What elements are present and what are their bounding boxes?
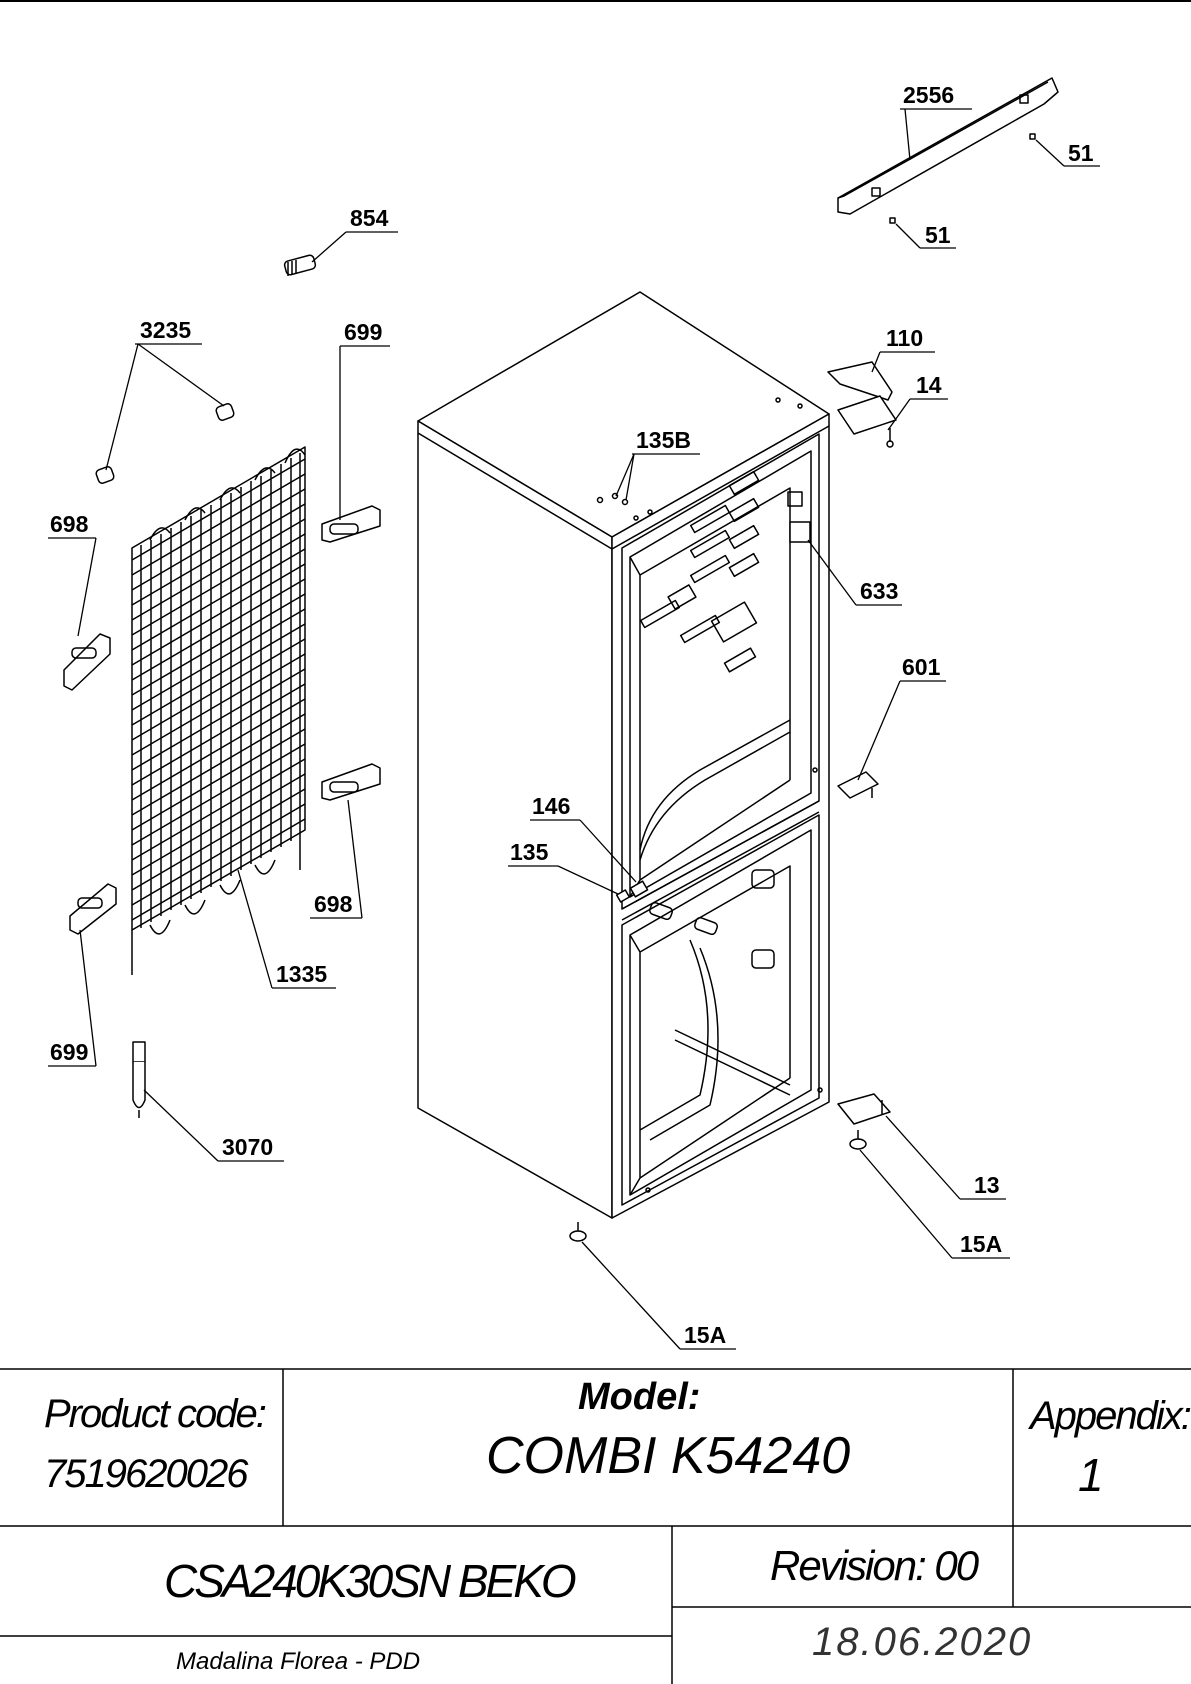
part-3070-sensor <box>132 1041 146 1118</box>
part-13-bottom-hinge <box>837 1093 891 1125</box>
callout-14: 14 <box>916 372 942 398</box>
bracket-699-upper <box>321 505 381 543</box>
callout-699-left: 699 <box>50 1039 89 1065</box>
appendix-value: 1 <box>1078 1449 1104 1501</box>
part-15a-foot-right <box>849 1130 867 1150</box>
callout-135: 135 <box>510 839 549 865</box>
title-block: Product code: 7519620026 Model: COMBI K5… <box>0 1368 1191 1684</box>
model-label: Model: <box>578 1376 701 1418</box>
cabinet-body <box>417 291 830 1219</box>
model-value: COMBI K54240 <box>486 1427 851 1485</box>
callout-15a-left: 15A <box>684 1322 727 1348</box>
part-51-clip-upper <box>1029 133 1036 140</box>
callout-1335: 1335 <box>276 961 328 987</box>
callout-698-left: 698 <box>50 511 89 537</box>
callout-13: 13 <box>974 1172 1000 1198</box>
callout-699-upper: 699 <box>344 319 383 345</box>
product-code-label: Product code: <box>44 1392 267 1436</box>
bracket-698-lower-right <box>321 763 381 801</box>
part-146 <box>629 880 649 898</box>
bracket-698-left <box>63 633 111 691</box>
revision: Revision: 00 <box>770 1542 979 1589</box>
callout-146: 146 <box>532 793 571 819</box>
part-14-top-hinge <box>837 395 897 448</box>
callout-3070: 3070 <box>222 1134 274 1160</box>
callout-110: 110 <box>886 325 924 351</box>
part-51-clip-lower <box>889 217 896 224</box>
callout-3235: 3235 <box>140 317 192 343</box>
product-code-value: 7519620026 <box>44 1452 248 1496</box>
exploded-view-drawing <box>48 77 1100 1350</box>
appendix-label: Appendix: <box>1030 1394 1191 1438</box>
part-110-hinge-cover <box>827 361 893 401</box>
author: Madalina Florea - PDD <box>176 1648 421 1675</box>
callout-601: 601 <box>902 654 941 680</box>
bracket-699-left <box>69 883 117 935</box>
callout-135b: 135B <box>636 427 691 453</box>
part-854 <box>283 254 317 276</box>
part-3235-sleeve-b <box>95 466 115 484</box>
part-633-switch <box>789 521 811 543</box>
callout-15a-right: 15A <box>960 1231 1003 1257</box>
part-3235-sleeve-a <box>215 403 235 421</box>
callout-2556: 2556 <box>903 82 955 108</box>
condenser-grid <box>131 446 306 975</box>
part-601-middle-hinge <box>837 771 879 799</box>
callout-854: 854 <box>350 205 389 231</box>
leader-lines <box>48 108 1100 1350</box>
part-135 <box>615 889 631 903</box>
date: 18.06.2020 <box>812 1620 1033 1664</box>
callout-633: 633 <box>860 578 899 604</box>
callout-51-upper: 51 <box>1068 140 1094 166</box>
callout-698-right: 698 <box>314 891 353 917</box>
callout-51-lower: 51 <box>925 222 951 248</box>
variant-name: CSA240K30SN BEKO <box>164 1555 577 1607</box>
title-block-grid <box>0 1368 1191 1684</box>
top-border-line <box>0 0 1191 2</box>
part-2556-top-rail <box>837 77 1059 215</box>
part-15a-foot-left <box>569 1222 587 1242</box>
